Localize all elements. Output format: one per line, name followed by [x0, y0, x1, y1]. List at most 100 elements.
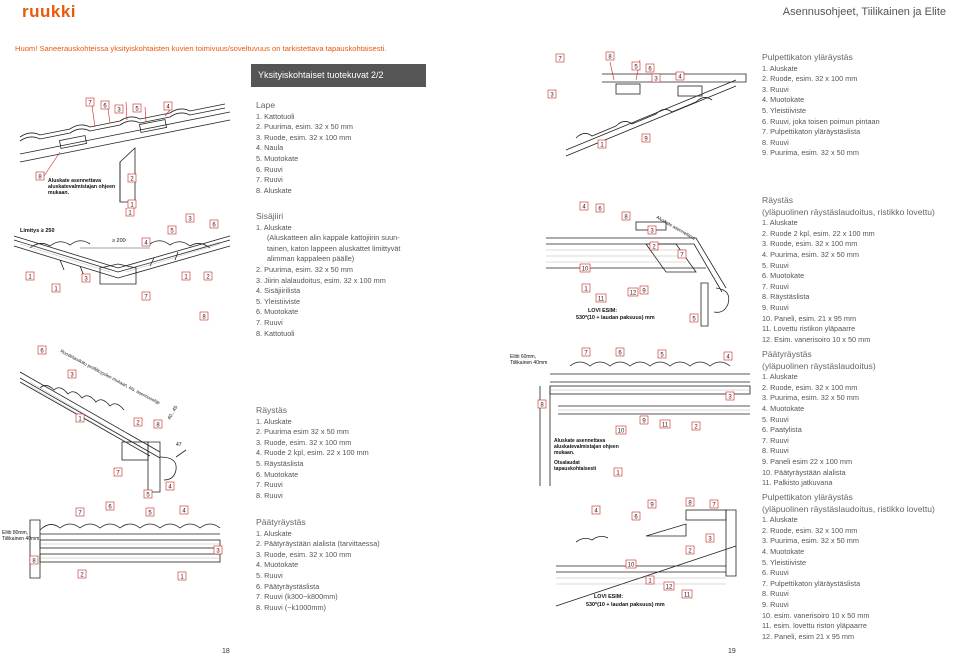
callout-6: 6: [645, 63, 655, 73]
callout-8: 8: [153, 419, 163, 429]
list-item: 12. Paneli, esim 21 x 95 mm: [762, 631, 855, 641]
list-item: 6. Ruuvi: [256, 164, 283, 174]
svg-text:4: 4: [144, 241, 148, 247]
r-paaty-note: aluskatevalmistajan ohjeen: [554, 444, 619, 450]
callout-8: 8: [35, 171, 45, 181]
svg-text:3: 3: [188, 217, 192, 223]
list-item: 2. Puurima, esim. 32 x 50 mm: [256, 122, 353, 132]
list-item: 1. Aluskate: [256, 222, 292, 232]
callout-8: 8: [199, 311, 209, 321]
callout-7: 7: [85, 97, 95, 107]
svg-text:8: 8: [156, 423, 160, 429]
svg-text:3: 3: [70, 373, 74, 379]
svg-text:1: 1: [600, 143, 604, 149]
block-subtitle: (yläpuolinen räystäslaudoitus): [762, 360, 876, 371]
block-title: Päätyräystäs: [762, 349, 812, 359]
list-item: 5. Yleistiiviste: [256, 296, 301, 306]
svg-text:3: 3: [728, 395, 732, 401]
svg-text:3: 3: [216, 549, 220, 555]
svg-text:7: 7: [78, 511, 82, 517]
list-item: 7. Ruuvi (k300−k800mm): [256, 592, 338, 602]
callout-1d: 1: [181, 271, 191, 281]
figure-raystas: Ruodelaudoitu profiilicyyden mukaan, kts…: [19, 345, 187, 499]
callout-1c: 1: [51, 283, 61, 293]
list-item: 6. Ruuvi, joka toisen poimun pintaan: [762, 116, 880, 126]
item-list: 1. Aluskate 2. Päätyräystään alalista (t…: [256, 529, 380, 614]
list-item: 4. Naula: [256, 143, 284, 153]
svg-text:4: 4: [594, 509, 598, 515]
list-item: 1. Aluskate: [762, 515, 798, 525]
block-lape: Lape 1. Kattotuoli 2. Puurima, esim. 32 …: [256, 100, 353, 196]
callout-7: 7: [709, 499, 719, 509]
list-item: 3. Puurima, esim. 32 x 50 mm: [762, 393, 859, 403]
callout-8: 8: [621, 211, 631, 221]
svg-text:5: 5: [692, 317, 696, 323]
svg-text:9: 9: [644, 137, 648, 143]
callout-11: 11: [681, 589, 693, 599]
callout-8: 8: [605, 51, 615, 61]
list-item: 4. Muotokate: [762, 403, 805, 413]
svg-text:1: 1: [616, 471, 620, 477]
svg-text:6: 6: [40, 349, 44, 355]
svg-text:11: 11: [684, 593, 691, 599]
callout-7: 7: [581, 347, 591, 357]
callout-10: 10: [579, 263, 591, 273]
list-item: 4. Muotokate: [762, 95, 805, 105]
svg-text:8: 8: [688, 501, 692, 507]
svg-text:11: 11: [662, 423, 669, 429]
svg-text:1: 1: [184, 275, 188, 281]
callout-9: 9: [641, 133, 651, 143]
dim-label: 40...45: [167, 405, 180, 421]
callout-1: 1: [613, 467, 623, 477]
r-raystas-note: Aluskate asennettava: [656, 215, 697, 242]
svg-text:8: 8: [540, 403, 544, 409]
list-item: 6. Muotokate: [256, 469, 299, 479]
list-item: 1. Aluskate: [256, 416, 292, 426]
list-item: 9. Ruuvi: [762, 599, 789, 609]
svg-text:3: 3: [117, 108, 121, 114]
callout-8: 8: [29, 555, 39, 565]
svg-text:2: 2: [130, 177, 134, 183]
svg-text:8: 8: [32, 559, 36, 565]
elitti-label: Elitti 80mm,: [2, 530, 28, 536]
list-item: 5. Räystäslista: [256, 458, 304, 468]
callout-3: 3: [725, 391, 735, 401]
svg-text:1: 1: [54, 287, 58, 293]
list-item: 6. Ruuvi: [762, 568, 789, 578]
svg-text:6: 6: [108, 505, 112, 511]
callout-6: 6: [100, 100, 110, 110]
list-item: 11. Lovettu ristikon yläpaarre: [762, 324, 856, 334]
svg-text:9: 9: [650, 503, 654, 509]
figure-r-raystas: Aluskate asennettava LOVI ESIM: 530*(10 …: [546, 201, 730, 327]
list-item: alimman kappaleen päälle): [267, 254, 355, 264]
ruukki-logo: ruukki: [22, 2, 77, 21]
callout-11: 11: [659, 419, 671, 429]
list-item: 3. Ruode, esim. 32 x 100 mm: [256, 437, 352, 447]
svg-text:8: 8: [202, 315, 206, 321]
svg-text:2: 2: [694, 425, 698, 431]
svg-text:7: 7: [680, 253, 684, 259]
callout-3: 3: [114, 104, 124, 114]
svg-text:1: 1: [128, 211, 132, 217]
svg-text:10: 10: [582, 267, 589, 273]
svg-text:12: 12: [666, 585, 673, 591]
svg-text:6: 6: [634, 515, 638, 521]
callout-4: 4: [163, 101, 173, 111]
callout-5: 5: [145, 507, 155, 517]
list-item: 5. Ruuvi: [256, 570, 283, 580]
item-list: 1. Aluskate 2. Ruode, esim. 32 x 100 mm …: [762, 515, 935, 642]
callout-7: 7: [113, 467, 123, 477]
list-item: 7. Pulpettikaton yläräystäslista: [762, 578, 861, 588]
block-title: Sisäjiiri: [256, 211, 284, 221]
callout-11: 11: [595, 293, 607, 303]
r-paaty-note: tapauskohtaisesti: [554, 466, 597, 472]
page-number-right: 19: [728, 648, 736, 655]
list-item: 7. Ruuvi: [256, 175, 283, 185]
svg-text:1: 1: [28, 275, 32, 281]
svg-text:1: 1: [130, 203, 134, 209]
callout-8: 8: [685, 497, 695, 507]
r-elitti-label: Tiilikainen 40mm: [510, 360, 547, 366]
callout-1: 1: [597, 139, 607, 149]
r-elitti-label: Elitti 60mm,: [510, 354, 536, 360]
callout-7: 7: [141, 291, 151, 301]
